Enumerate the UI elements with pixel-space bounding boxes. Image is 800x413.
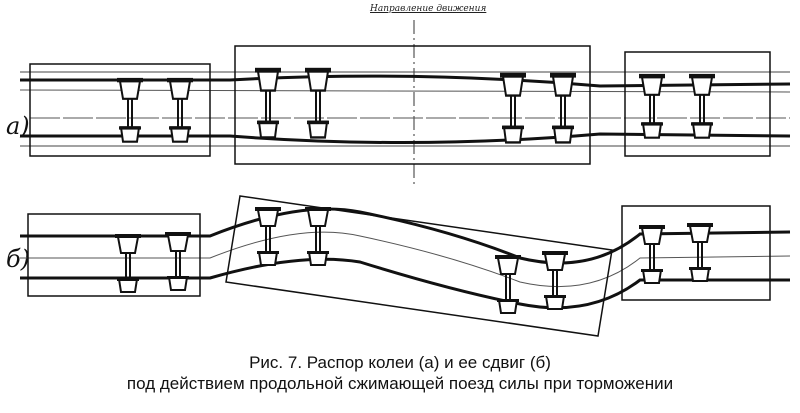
diagram-a: [19, 45, 791, 165]
wheelset: [254, 206, 282, 266]
figure-caption-line1: Рис. 7. Распор колеи (а) и ее сдвиг (б): [249, 353, 551, 372]
wheelset: [303, 66, 333, 139]
wheelset: [304, 206, 332, 266]
car-body-3: [624, 51, 771, 157]
car-body-3: [621, 205, 771, 301]
car-body-1: [27, 213, 201, 297]
wheelset: [165, 76, 195, 143]
direction-heading: Направление движения: [370, 4, 487, 14]
wheelset: [541, 250, 569, 310]
wheelset: [494, 254, 522, 314]
label-b: б): [6, 245, 31, 273]
wheelset: [115, 76, 145, 143]
wheelset: [548, 71, 578, 144]
wheelset: [164, 231, 192, 291]
wheelset: [637, 72, 667, 139]
wheelset: [686, 222, 714, 282]
rail-right-shifted: [20, 257, 790, 310]
figure-caption-line2: под действием продольной сжимающей поезд…: [126, 374, 674, 393]
wheelset: [114, 233, 142, 293]
car-body-2: [225, 195, 613, 337]
car-body-2: [234, 45, 591, 165]
wheelset: [253, 66, 283, 139]
label-a: а): [6, 112, 30, 140]
wheelset: [687, 72, 717, 139]
car-body-1: [29, 63, 211, 157]
rail-left-shifted: [20, 207, 791, 265]
diagram-b: [20, 195, 791, 337]
wheelset: [638, 224, 666, 284]
wheelset: [498, 71, 528, 144]
